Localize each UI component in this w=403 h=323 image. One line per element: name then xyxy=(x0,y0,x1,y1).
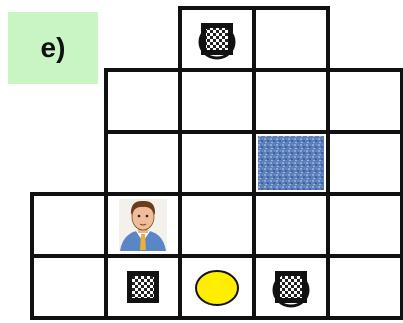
board-cell[interactable] xyxy=(32,194,106,256)
crenel xyxy=(301,271,307,277)
yellow-circle-piece[interactable] xyxy=(196,271,238,305)
rook-block-piece[interactable] xyxy=(127,271,159,303)
board-cell[interactable] xyxy=(32,256,106,318)
crenel xyxy=(153,271,159,277)
board-cell[interactable] xyxy=(254,194,328,256)
board-cell[interactable] xyxy=(328,194,402,256)
tie xyxy=(140,234,146,250)
checker-pattern xyxy=(206,28,228,50)
rook-block-piece[interactable] xyxy=(274,271,308,306)
checker-pattern xyxy=(132,276,154,298)
person-piece[interactable] xyxy=(119,199,167,251)
crenel xyxy=(127,271,133,277)
water-tile xyxy=(258,136,324,190)
board-cell[interactable] xyxy=(180,194,254,256)
board-cell[interactable] xyxy=(106,70,180,132)
checker-pattern xyxy=(280,276,302,298)
board-cell[interactable] xyxy=(254,8,328,70)
board-cell[interactable] xyxy=(106,132,180,194)
board-cell[interactable] xyxy=(328,256,402,318)
board-cell[interactable] xyxy=(328,132,402,194)
crenel xyxy=(227,23,233,29)
eye xyxy=(146,215,149,218)
board-cell[interactable] xyxy=(180,70,254,132)
crenel xyxy=(275,271,281,277)
crenel xyxy=(201,23,207,29)
board-cell[interactable] xyxy=(180,132,254,194)
eye xyxy=(138,215,141,218)
rook-block-piece[interactable] xyxy=(200,23,234,58)
board-cell[interactable] xyxy=(328,70,402,132)
board-cell[interactable] xyxy=(254,70,328,132)
